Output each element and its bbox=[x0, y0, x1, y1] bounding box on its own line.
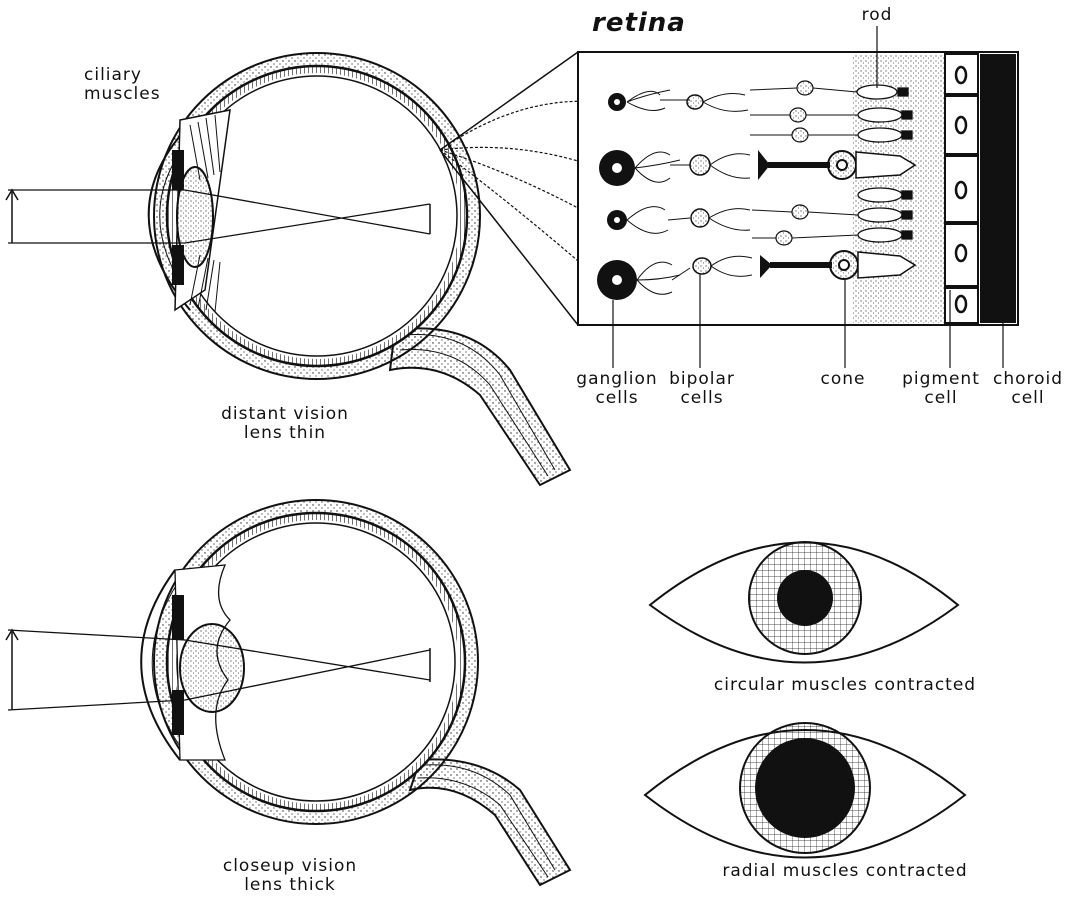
label-pigment-cell: pigment cell bbox=[895, 370, 987, 408]
retina-panel bbox=[440, 26, 1018, 368]
iris-circular-contracted bbox=[650, 542, 958, 663]
label-cone: cone bbox=[808, 370, 878, 389]
label-bipolar-cells: bipolar cells bbox=[662, 370, 742, 408]
caption-closeup-vision: closeup vision lens thick bbox=[170, 857, 410, 895]
optic-nerve bbox=[390, 328, 570, 485]
retina-title: retina bbox=[592, 8, 686, 38]
iris-radial-contracted bbox=[645, 723, 965, 858]
pigment-cells bbox=[945, 54, 978, 323]
choroid-cells bbox=[980, 54, 1016, 323]
label-rod: rod bbox=[855, 6, 899, 25]
label-choroid-cell: choroid cell bbox=[986, 370, 1070, 408]
caption-distant-vision: distant vision lens thin bbox=[175, 405, 395, 443]
caption-radial-muscles: radial muscles contracted bbox=[660, 862, 1030, 881]
eye-closeup-vision bbox=[6, 500, 570, 885]
label-ciliary-muscles: ciliary muscles bbox=[84, 66, 184, 104]
thin-lens bbox=[177, 167, 213, 267]
caption-circular-muscles: circular muscles contracted bbox=[660, 676, 1030, 695]
label-ganglion-cells: ganglion cells bbox=[572, 370, 662, 408]
